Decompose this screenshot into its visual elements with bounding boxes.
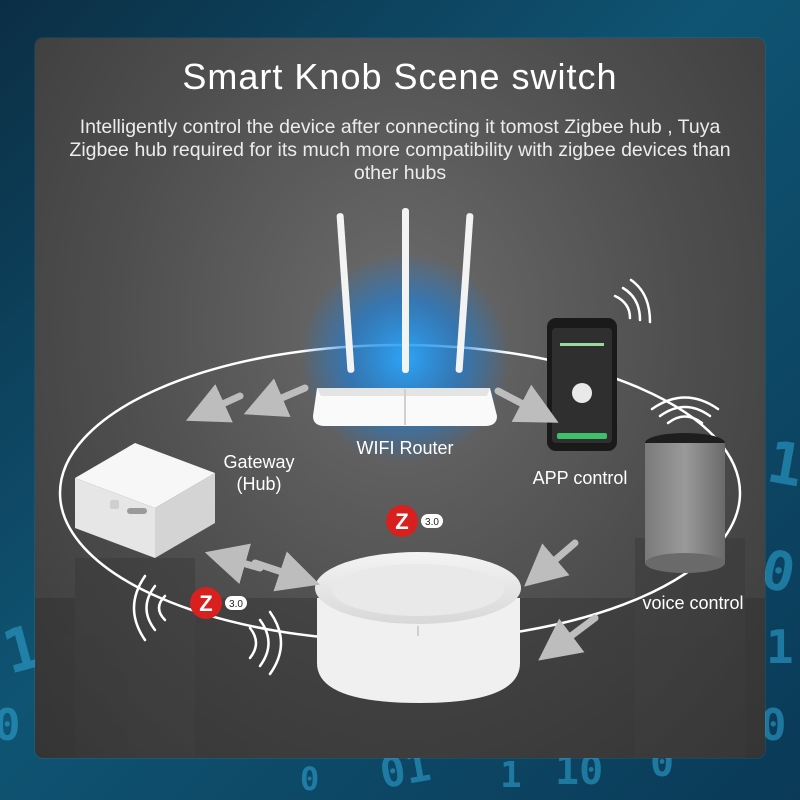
connection-diagram: Z 3.0 Z 3.0: [35, 208, 765, 758]
page-subtitle: Intelligently control the device after c…: [69, 116, 731, 184]
router-label: WIFI Router: [356, 438, 454, 458]
gateway-hub: [75, 443, 215, 558]
zigbee-version-label: 3.0: [425, 517, 439, 528]
zigbee-version-label: 3.0: [229, 599, 243, 610]
page-title: Smart Knob Scene switch: [182, 56, 618, 97]
knob-scene-switch: [315, 552, 521, 703]
signal-waves: [132, 278, 720, 676]
smartphone: [547, 318, 617, 451]
flow-arrows: [185, 378, 599, 661]
main-card: Smart Knob Scene switch Intelligently co…: [35, 38, 765, 758]
wifi-router: [300, 208, 510, 463]
zigbee-letter: Z: [199, 591, 212, 616]
smart-speaker: [645, 433, 725, 573]
app-control-label: APP control: [532, 468, 628, 488]
zigbee-badge-left: Z 3.0: [190, 587, 247, 619]
voice-control-label: voice control: [642, 593, 744, 613]
zigbee-badge-top: Z 3.0: [386, 505, 443, 537]
gateway-label: Gateway (Hub): [223, 452, 295, 494]
zigbee-letter: Z: [395, 509, 408, 534]
